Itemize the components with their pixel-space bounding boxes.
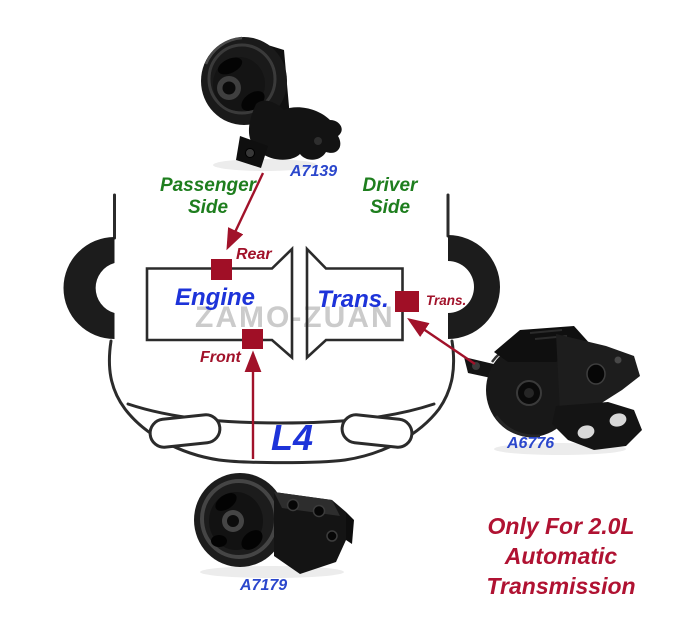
engine-box	[145, 245, 294, 361]
fitment-note-line2: Automatic Transmission	[486, 543, 636, 599]
trans-mount-marker	[395, 291, 419, 312]
rear-mount-label: Rear	[236, 246, 272, 263]
part-a7179-illustration	[194, 473, 354, 574]
car-outline	[107, 193, 456, 465]
hood-line	[126, 402, 436, 425]
left-fender	[63, 237, 115, 339]
fitment-note: Only For 2.0L Automatic Transmission	[436, 511, 680, 601]
trans-zone-label: Trans.	[317, 286, 389, 313]
watermark: ZAMO-ZUAN	[195, 301, 395, 334]
engine-layout-label: L4	[270, 417, 313, 458]
part-a6776-illustration	[464, 326, 642, 450]
left-headlight	[148, 413, 222, 449]
passenger-side-line2: Side	[187, 197, 229, 218]
part-a7139-illustration	[201, 36, 342, 168]
part-number-a7139: A7139	[290, 163, 338, 180]
arrow-trans-mount	[407, 317, 476, 365]
right-fender	[448, 235, 500, 339]
arrow-rear-mount	[226, 172, 265, 251]
driver-side-label: Driver Side	[312, 175, 468, 219]
part-number-a6776: A6776	[507, 435, 555, 452]
passenger-side-label: Passenger Side	[130, 175, 286, 219]
front-mount-marker	[242, 329, 263, 349]
trans-box	[305, 245, 404, 361]
front-mount-label: Front	[200, 349, 241, 366]
driver-side-line2: Side	[369, 197, 411, 218]
rear-mount-marker	[211, 259, 232, 280]
passenger-side-line1: Passenger	[159, 175, 257, 196]
trans-mount-label: Trans.	[426, 293, 467, 308]
bumper-outline	[107, 339, 456, 465]
fitment-note-line1: Only For 2.0L	[487, 513, 635, 539]
driver-side-line1: Driver	[362, 175, 418, 196]
right-headlight	[340, 413, 414, 449]
engine-zone-label: Engine	[174, 284, 255, 311]
part-number-a7179: A7179	[240, 577, 288, 594]
